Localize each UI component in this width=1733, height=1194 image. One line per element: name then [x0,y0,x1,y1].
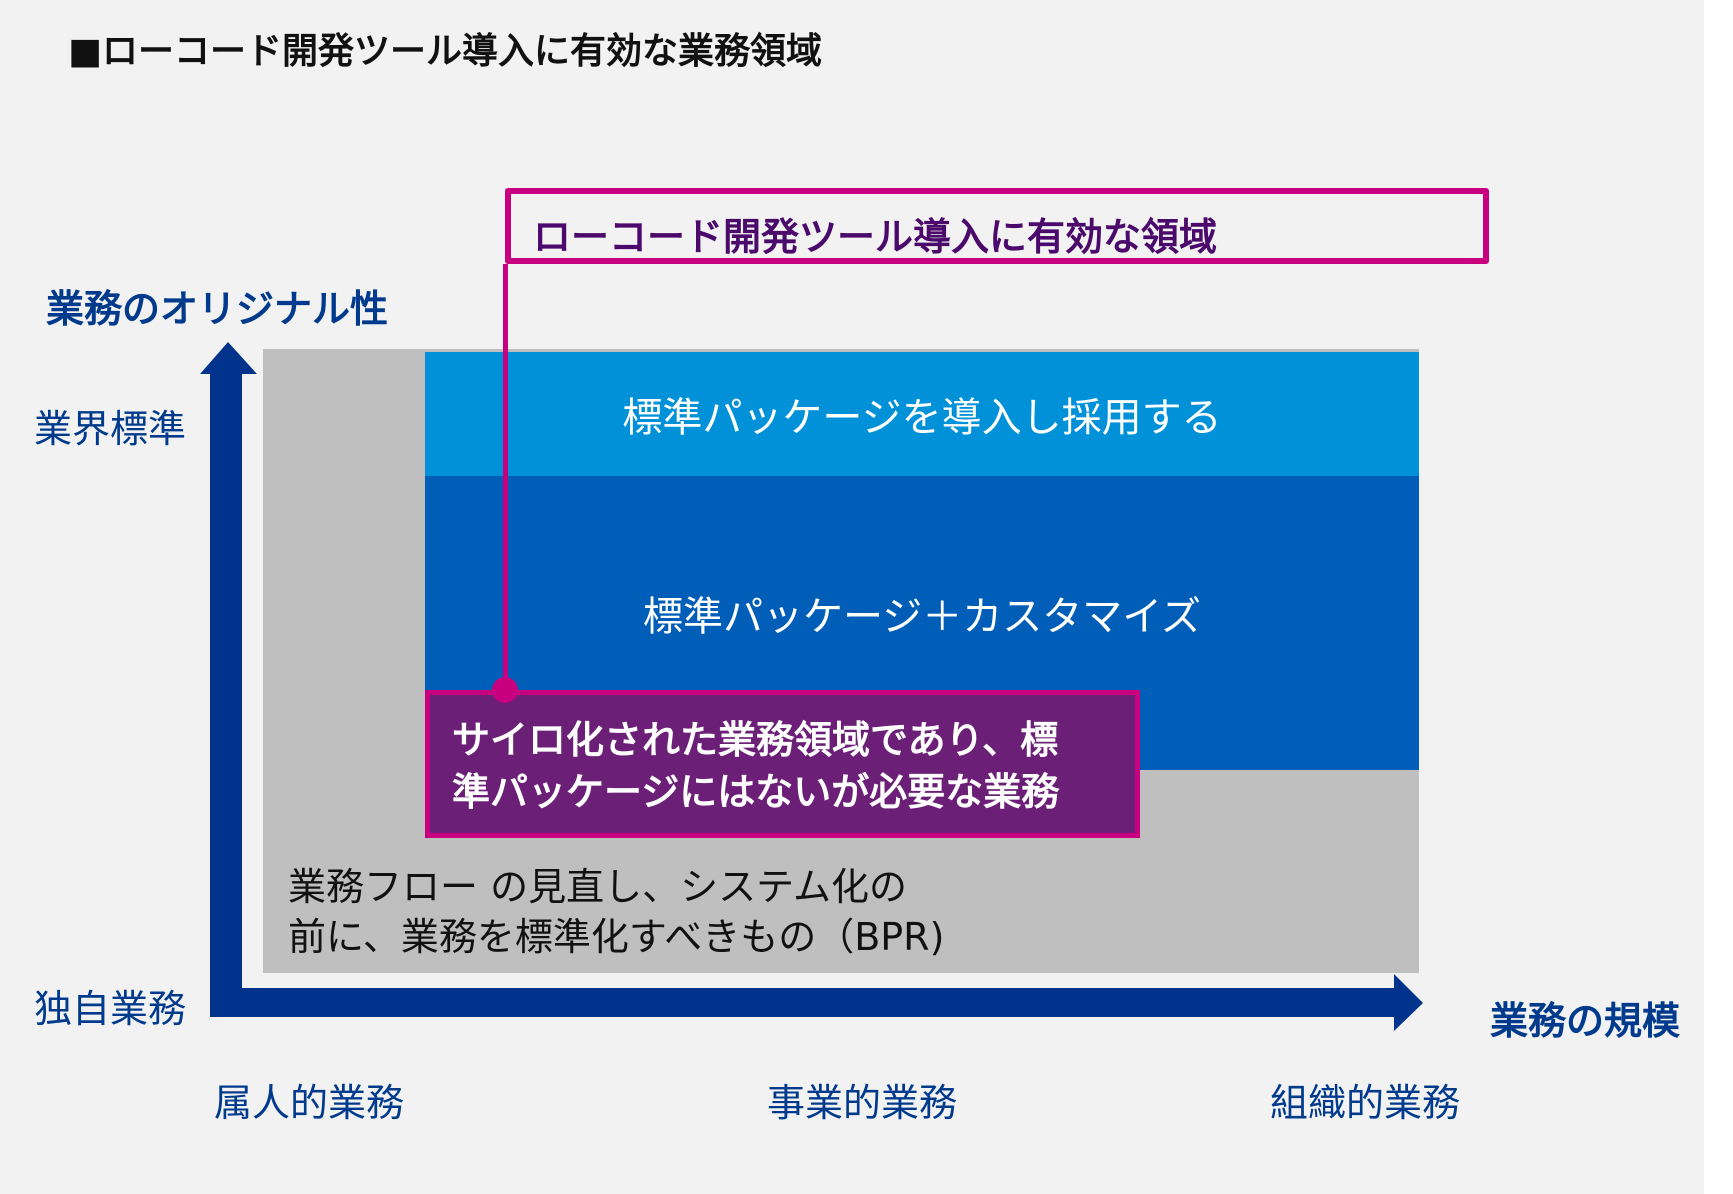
x-label-business: 事業的業務 [767,1081,958,1125]
x-axis-title: 業務の規模 [1490,999,1681,1043]
x-label-individual: 属人的業務 [214,1081,405,1125]
lowcode-area-label: ローコード開発ツール導入に有効な領域 [533,215,1218,259]
callout-connector-line [503,264,508,690]
package-customize-label: 標準パッケージ＋カスタマイズ [643,594,1201,640]
y-axis-arrow-icon [200,342,1423,1031]
connector-dot-icon [492,677,518,703]
y-axis-title: 業務のオリジナル性 [46,287,389,331]
standard-package-label: 標準パッケージを導入し採用する [622,395,1222,441]
y-label-bottom: 独自業務 [34,987,187,1031]
bpr-label-line2: 前に、業務を標準化すべきもの（BPR) [288,915,945,959]
silo-callout: サイロ化された業務領域であり、標 準パッケージにはないが必要な業務 [425,690,1140,838]
diagram-title: ■ローコード開発ツール導入に有効な業務領域 [68,31,823,72]
y-label-top: 業界標準 [34,407,187,451]
x-label-organizational: 組織的業務 [1270,1081,1461,1125]
standard-package-region: 標準パッケージを導入し採用する [425,352,1419,476]
bpr-label-line1: 業務フロー の見直し、システム化の [288,865,907,909]
silo-label-line2: 準パッケージにはないが必要な業務 [452,770,1060,814]
lowcode-area-callout: ローコード開発ツール導入に有効な領域 [505,188,1489,264]
bpr-label: 業務フロー の見直し、システム化の 前に、業務を標準化すべきもの（BPR) [288,862,944,962]
silo-label-line1: サイロ化された業務領域であり、標 [452,718,1059,762]
